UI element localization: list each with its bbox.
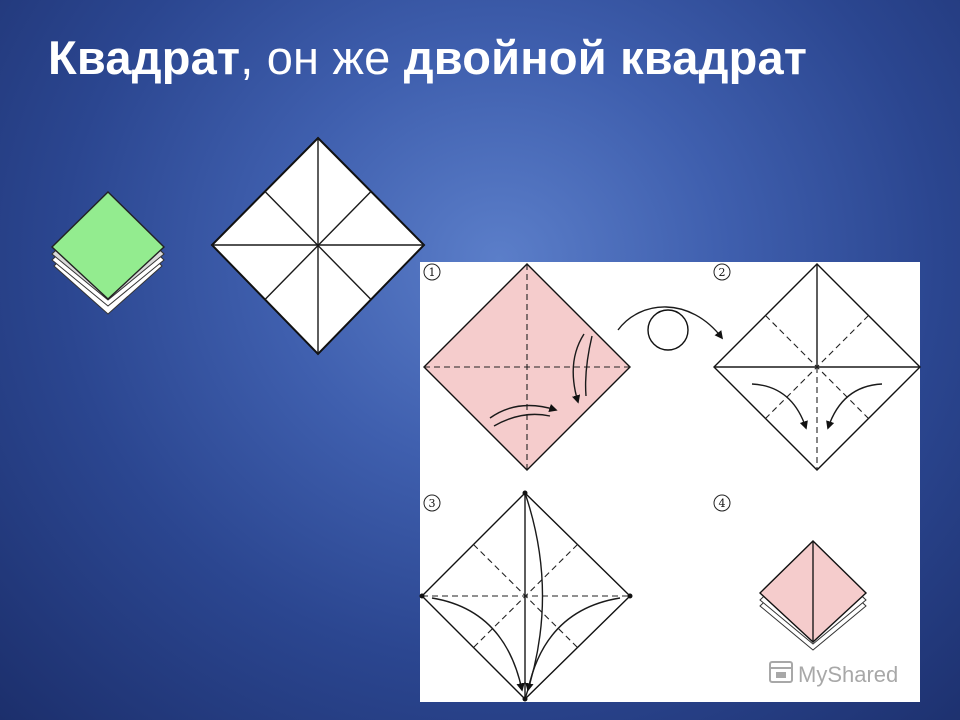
green-double-square-model bbox=[50, 191, 166, 315]
watermark-text: MyShared bbox=[798, 662, 898, 687]
step-4-badge: 4 bbox=[713, 494, 731, 512]
step-2: 2 bbox=[713, 263, 921, 471]
myshared-watermark: MyShared bbox=[769, 661, 898, 687]
step-1: 1 bbox=[423, 263, 631, 471]
step-4-number: 4 bbox=[719, 497, 726, 510]
step-1-badge: 1 bbox=[423, 263, 441, 281]
step-3: 3 bbox=[419, 490, 633, 702]
crease-pattern-square bbox=[210, 136, 426, 356]
page-title: Квадрат, он же двойной квадрат bbox=[48, 30, 807, 85]
green-square-top bbox=[50, 191, 166, 300]
step-1-number: 1 bbox=[429, 266, 436, 279]
myshared-logo-icon bbox=[769, 661, 793, 683]
step-3-badge: 3 bbox=[423, 494, 441, 512]
folding-steps-panel: 1 2 3 bbox=[419, 262, 921, 702]
step-4: 4 bbox=[713, 494, 868, 651]
title-bold-square: Квадрат bbox=[48, 31, 241, 84]
turn-over-arrow bbox=[617, 306, 724, 351]
title-bold-double-square: двойной квадрат bbox=[403, 31, 808, 84]
title-connector: , он же bbox=[240, 31, 404, 84]
step-2-badge: 2 bbox=[713, 263, 731, 281]
step-2-number: 2 bbox=[719, 266, 726, 279]
step-3-number: 3 bbox=[429, 497, 436, 510]
